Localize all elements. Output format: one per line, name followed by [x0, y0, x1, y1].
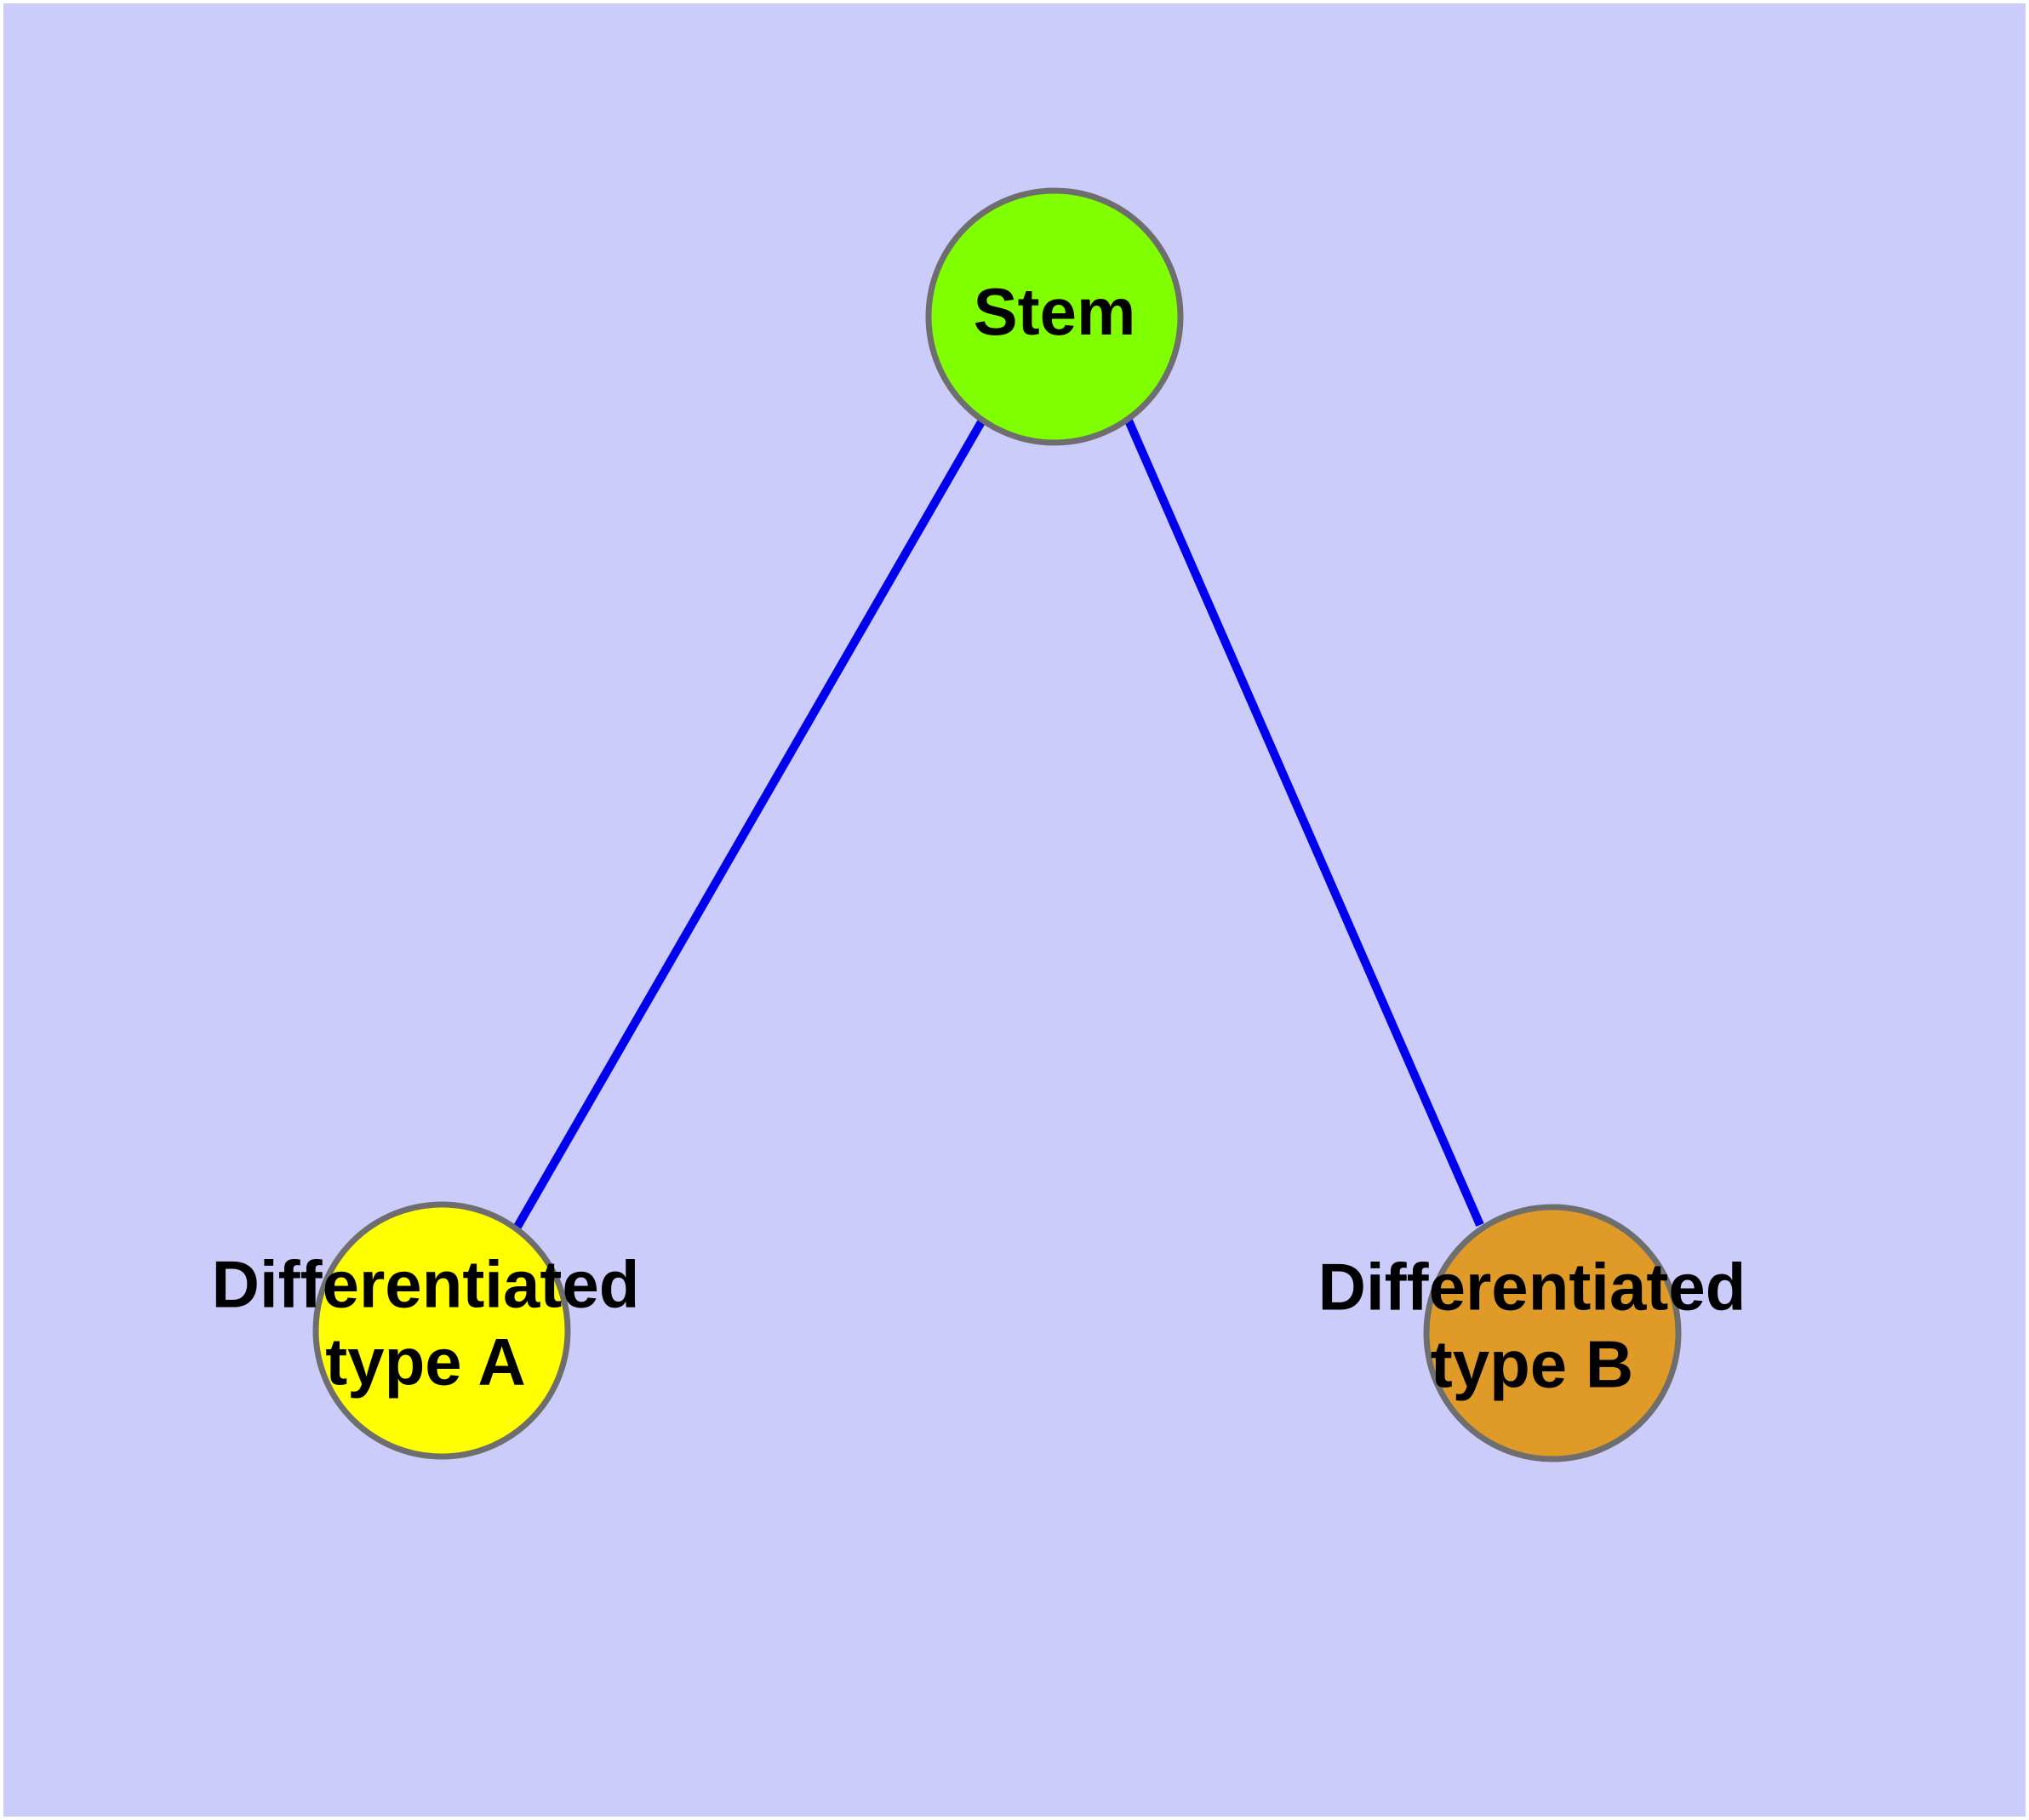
- node-layer: [312, 187, 1682, 1462]
- graph-node-diff_b[interactable]: [1423, 1204, 1682, 1462]
- graph-node-label-stem: Stem: [974, 274, 1136, 349]
- label-line: Differentiated: [1318, 1249, 1746, 1324]
- graph-edge-stem-to-diff_b: [1124, 418, 1484, 1228]
- label-line: type B: [1431, 1326, 1633, 1401]
- label-line: type A: [325, 1324, 526, 1399]
- graph-node-stem[interactable]: [925, 187, 1184, 446]
- graph-node-diff_a[interactable]: [312, 1201, 571, 1460]
- graph-edge-stem-to-diff_a: [513, 418, 986, 1229]
- label-line: Stem: [974, 274, 1136, 349]
- label-line: Differentiated: [212, 1246, 640, 1321]
- edge-layer: [513, 418, 1484, 1229]
